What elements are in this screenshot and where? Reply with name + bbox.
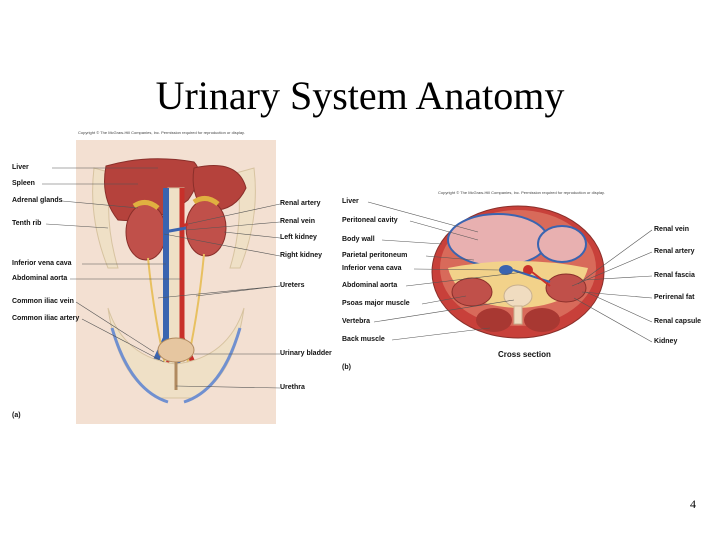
panel-b-tag: (b) bbox=[342, 364, 351, 371]
label-renal-vein: Renal vein bbox=[280, 218, 316, 225]
panel-b-copyright: Copyright © The McGraw-Hill Companies, I… bbox=[438, 190, 605, 195]
label-renal-capsule: Renal capsule bbox=[654, 318, 702, 325]
slide-title: Urinary System Anatomy bbox=[155, 73, 565, 118]
label-cs-renal-vein: Renal vein bbox=[654, 226, 690, 233]
label-urethra: Urethra bbox=[280, 384, 305, 391]
anterior-view-panel: Copyright © The McGraw-Hill Companies, I… bbox=[8, 128, 334, 424]
cross-section-panel: Copyright © The McGraw-Hill Companies, I… bbox=[338, 188, 712, 378]
label-back-muscle: Back muscle bbox=[342, 336, 385, 343]
label-right-kidney: Right kidney bbox=[280, 252, 323, 259]
label-inferior-vena-cava: Inferior vena cava bbox=[12, 260, 72, 267]
cross-section-illustration bbox=[367, 201, 653, 343]
label-perirenal-fat: Perirenal fat bbox=[654, 294, 695, 301]
panel-a-copyright: Copyright © The McGraw-Hill Companies, I… bbox=[78, 130, 245, 135]
label-parietal-peritoneum: Parietal peritoneum bbox=[342, 252, 408, 259]
label-liver: Liver bbox=[12, 164, 29, 171]
label-cs-inferior-vena-cava: Inferior vena cava bbox=[342, 265, 402, 272]
anterior-illustration bbox=[42, 140, 281, 424]
label-adrenal-glands: Adrenal glands bbox=[12, 197, 63, 204]
label-renal-artery: Renal artery bbox=[280, 200, 321, 207]
label-cs-renal-artery: Renal artery bbox=[654, 248, 695, 255]
label-psoas-major-muscle: Psoas major muscle bbox=[342, 300, 410, 307]
label-common-iliac-vein: Common iliac vein bbox=[12, 298, 74, 305]
label-tenth-rib: Tenth rib bbox=[12, 220, 42, 227]
label-kidney: Kidney bbox=[654, 338, 678, 345]
label-urinary-bladder: Urinary bladder bbox=[280, 350, 332, 357]
label-left-kidney: Left kidney bbox=[280, 234, 317, 241]
label-ureters: Ureters bbox=[280, 282, 305, 289]
label-peritoneal-cavity: Peritoneal cavity bbox=[342, 217, 398, 224]
label-abdominal-aorta: Abdominal aorta bbox=[12, 275, 68, 282]
label-renal-fascia: Renal fascia bbox=[654, 272, 695, 279]
page-number: 4 bbox=[690, 497, 696, 511]
panel-a-tag: (a) bbox=[12, 412, 21, 419]
label-vertebra: Vertebra bbox=[342, 318, 371, 325]
label-cs-abdominal-aorta: Abdominal aorta bbox=[342, 282, 398, 289]
label-common-iliac-artery: Common iliac artery bbox=[12, 315, 80, 322]
cross-section-caption: Cross section bbox=[498, 350, 551, 359]
label-spleen: Spleen bbox=[12, 180, 35, 187]
label-body-wall: Body wall bbox=[342, 236, 375, 243]
label-cs-liver: Liver bbox=[342, 198, 359, 205]
